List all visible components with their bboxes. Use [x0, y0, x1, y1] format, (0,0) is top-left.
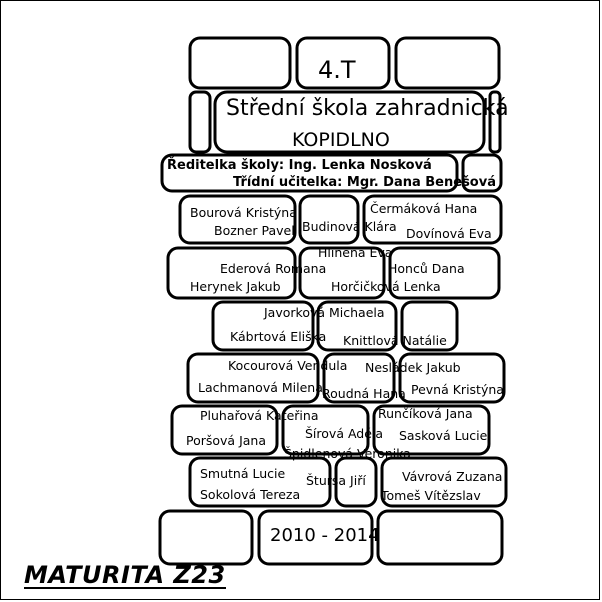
student-name: Smutná Lucie [200, 466, 286, 481]
student-name: Bourová Kristýna [190, 205, 297, 220]
student-name: Kábrtová Eliška [230, 329, 327, 344]
student-name: Pluhařová Kateřina [200, 408, 319, 423]
student-name: Knittlová Natálie [343, 333, 447, 348]
student-name: Lachmanová Milena [198, 380, 323, 395]
student-name: Kocourová Vendula [228, 358, 348, 373]
footer-title: MATURITA Z23 [24, 561, 226, 589]
student-name: Herynek Jakub [190, 279, 281, 294]
student-name: Nesládek Jakub [365, 360, 461, 375]
student-name: Honců Dana [388, 261, 465, 276]
student-name: Bozner Pavel [214, 223, 295, 238]
student-name: Horčičková Lenka [331, 279, 441, 294]
student-name: Šírová Adéla [305, 426, 384, 441]
student-name: Tomeš Vítězslav [381, 488, 481, 503]
school-years: 2010 - 2014 [270, 525, 380, 546]
student-name: Roudná Hana [322, 386, 406, 401]
student-name: Špidlenová Veronika [284, 446, 411, 461]
student-name: Dovínová Eva [406, 226, 492, 241]
student-name: Čermáková Hana [370, 201, 478, 216]
class-teacher-line: Třídní učitelka: Mgr. Dana Benešová [233, 175, 496, 190]
student-name: Javorková Michaela [264, 305, 385, 320]
class-label: 4.T [318, 56, 356, 84]
principal-line: Ředitelka školy: Ing. Lenka Nosková [167, 158, 432, 173]
student-name: Runčíková Jana [378, 406, 473, 421]
student-name: Vávrová Zuzana [402, 469, 503, 484]
student-name: Sokolová Tereza [200, 487, 301, 502]
town-name: KOPIDLNO [292, 129, 390, 151]
student-name: Budinová Klára [302, 219, 397, 234]
student-name: Hliněná Eva [318, 245, 393, 260]
student-name: Ederová Romana [220, 261, 327, 276]
student-name: Pevná Kristýna [411, 382, 504, 397]
student-name: Sasková Lucie [399, 428, 488, 443]
school-name: Střední škola zahradnická [226, 96, 509, 121]
student-name: Štursa Jiří [306, 473, 366, 488]
student-name: Poršová Jana [186, 433, 266, 448]
